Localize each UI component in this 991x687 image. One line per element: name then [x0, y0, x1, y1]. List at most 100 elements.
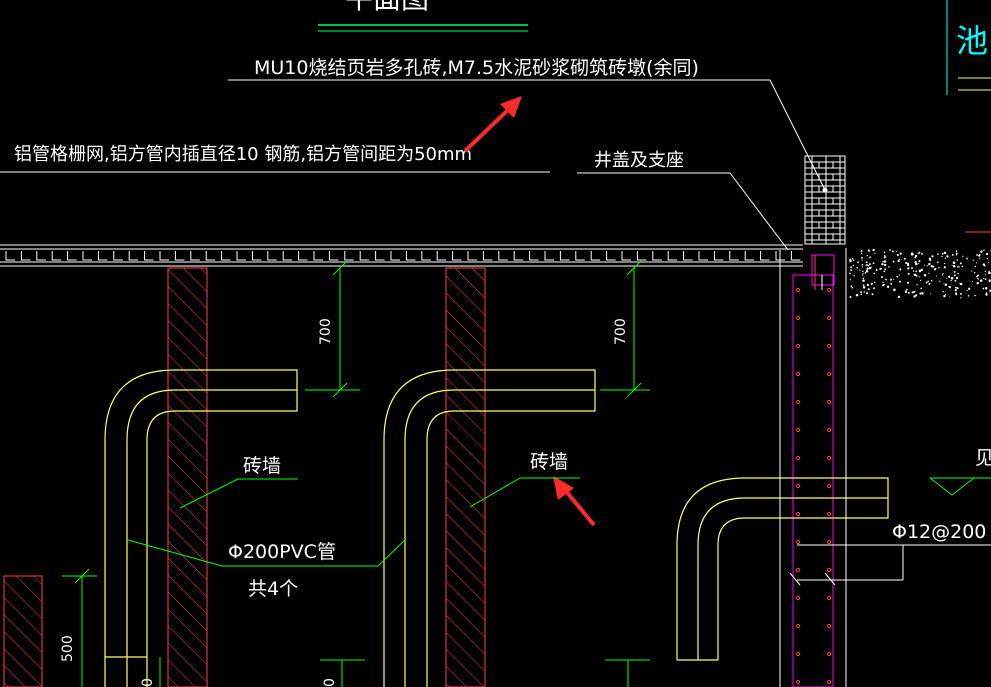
ground-speck: [852, 264, 855, 267]
ground-speck: [935, 267, 937, 269]
grating-cell: [51, 251, 62, 261]
ground-speck: [974, 294, 976, 297]
ground-speck: [850, 285, 853, 288]
ground-speck: [956, 259, 958, 261]
ground-speck: [855, 293, 859, 297]
ground-speck: [869, 256, 872, 258]
rebar-dot: [826, 623, 832, 629]
grating-cell: [82, 251, 92, 261]
grating-cell: [128, 251, 139, 261]
ground-speck: [941, 252, 944, 255]
ground-speck: [898, 274, 900, 276]
rebar-dot: [826, 371, 832, 377]
ground-speck: [889, 278, 892, 281]
ground-speck: [946, 255, 949, 258]
rebar-dot: [795, 427, 801, 433]
ground-speck: [892, 260, 895, 263]
grating-cell: [452, 251, 462, 261]
ground-speck: [883, 257, 885, 259]
ground-speck: [919, 292, 922, 295]
ground-speck: [903, 257, 906, 260]
ground-speck: [921, 292, 924, 295]
ground-speck: [950, 279, 952, 282]
ground-speck: [872, 248, 875, 252]
rebar-dot: [826, 595, 832, 601]
ground-speck: [936, 261, 939, 264]
pvc-pipe-1: [104, 369, 298, 687]
ground-speck: [955, 252, 958, 255]
ground-speck: [944, 283, 948, 286]
ground-speck: [890, 282, 893, 285]
ground-speck: [976, 275, 979, 278]
ground-speck: [911, 267, 913, 270]
rebar-dot: [826, 539, 832, 545]
rebar-label: Φ12@200: [892, 521, 986, 543]
ground-speck: [907, 272, 910, 275]
grating-cell: [713, 251, 724, 261]
ground-speck: [865, 265, 867, 267]
ground-speck: [893, 288, 896, 292]
ground-speck: [850, 266, 852, 269]
svg-text:池: 池: [956, 22, 988, 60]
ground-speck: [930, 279, 933, 282]
grating-cell: [636, 251, 647, 261]
ground-speck: [861, 259, 863, 261]
grating-cell: [5, 251, 15, 261]
ground-speck: [955, 250, 958, 252]
ground-speck: [898, 258, 901, 261]
ground-speck: [868, 263, 871, 266]
ground-speck: [865, 292, 869, 295]
ground-speck: [928, 257, 932, 260]
ground-speck: [957, 273, 959, 275]
pvc-pipe-3: [105, 477, 889, 661]
ground-speck: [914, 256, 917, 259]
ground-speck: [968, 287, 971, 290]
ground-speck: [929, 263, 931, 265]
ground-speck: [883, 251, 886, 254]
ground-speck: [857, 261, 859, 264]
ground-speck: [861, 256, 863, 259]
ground-speck: [881, 263, 884, 266]
ground-speck: [971, 270, 973, 272]
ground-speck: [951, 264, 953, 266]
grating-cell: [698, 251, 708, 261]
ground-speck: [884, 256, 887, 258]
ground-speck: [979, 257, 981, 259]
rebar-dot: [826, 651, 832, 657]
ground-speck: [980, 250, 983, 253]
rebar-dot: [826, 343, 832, 349]
ground-speck: [937, 253, 939, 255]
ground-speck: [863, 284, 865, 286]
ground-speck: [863, 291, 865, 293]
ground-speck: [958, 266, 960, 268]
grating-cell: [313, 251, 323, 261]
ground-speck: [926, 265, 928, 267]
ground-speck: [860, 250, 863, 252]
grating-note: 铝管格栅网,铝方管内插直径10 钢筋,铝方管间距为50mm: [0, 144, 550, 173]
ground-speck: [851, 287, 853, 289]
svg-text:平面图: 平面图: [345, 0, 429, 15]
grating-cell: [652, 251, 662, 261]
grating-cell: [421, 251, 431, 261]
ground-speck: [881, 276, 883, 279]
ground-speck: [920, 287, 923, 290]
ground-speck: [966, 289, 968, 292]
ground-speck: [888, 266, 890, 268]
grating-cell: [790, 251, 801, 261]
rebar-leader: [789, 544, 991, 586]
rebar-dot: [795, 595, 801, 601]
ground-speck: [896, 253, 899, 257]
grating-cell: [529, 251, 539, 261]
ground-speck: [849, 272, 851, 275]
grating-cell: [298, 251, 308, 261]
grating-cell: [20, 251, 31, 261]
see-label: 见: [975, 447, 991, 469]
grating-cell: [744, 251, 755, 261]
ground-speck: [907, 263, 910, 267]
level-mark: [929, 477, 991, 496]
ground-speck: [849, 259, 852, 263]
title-top: 平面图: [318, 0, 528, 32]
ground-speck: [914, 254, 918, 258]
ground-speck: [952, 261, 956, 265]
ground-speck: [893, 278, 895, 281]
